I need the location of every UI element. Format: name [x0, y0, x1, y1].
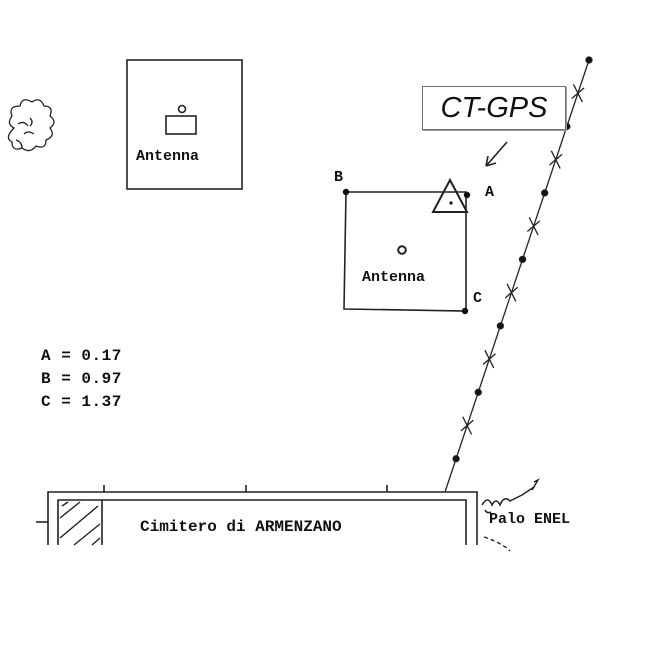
measurement-a: A = 0.17 [41, 347, 122, 365]
gps-label: CT-GPS [440, 91, 548, 124]
antenna-left-label: Antenna [136, 148, 200, 165]
gps-triangle-icon [431, 177, 469, 213]
cemetery-label: Cimitero di ARMENZANO [140, 518, 342, 536]
point-a-marker [463, 191, 471, 199]
shrub-icon [7, 99, 55, 152]
fence-post-dot [518, 255, 527, 264]
gps-arrow-icon [485, 141, 508, 167]
gps-point-dot [449, 201, 453, 205]
antenna-building-left [126, 59, 243, 190]
measurement-b: B = 0.97 [41, 370, 122, 388]
antenna-left-mast [177, 104, 187, 114]
fence-post-dot [496, 322, 505, 330]
measurement-c: C = 1.37 [41, 393, 122, 411]
gps-label-box: CT-GPS [422, 86, 566, 130]
fence-line [444, 56, 593, 493]
point-b-label: B [334, 169, 344, 186]
point-c-label: C [473, 290, 483, 307]
fence-cross-mark [482, 349, 496, 369]
point-b-marker [342, 188, 350, 196]
cemetery-outline [36, 485, 478, 545]
fence-end-marker [585, 56, 593, 64]
fence-line-segment [444, 59, 590, 493]
fence-cross-mark [526, 217, 541, 236]
pole-arrow-icon [481, 478, 540, 514]
fence-end-dashed-curve [483, 536, 511, 552]
point-c-marker [461, 307, 469, 315]
point-a-label: A [485, 184, 495, 201]
antenna-left-symbol [165, 115, 197, 135]
fence-cross-mark [549, 150, 563, 169]
pole-label: Palo ENEL [489, 511, 571, 528]
antenna-right-mast [397, 245, 407, 255]
fence-cross-mark [571, 84, 585, 103]
antenna-right-label: Antenna [362, 269, 426, 286]
fence-cross-mark [504, 283, 519, 302]
fence-post-dot [474, 388, 482, 396]
fence-post-dot [452, 455, 460, 463]
fence-post-dot [541, 189, 549, 197]
cemetery-hatched-block [59, 501, 101, 546]
fence-cross-mark [460, 416, 474, 435]
